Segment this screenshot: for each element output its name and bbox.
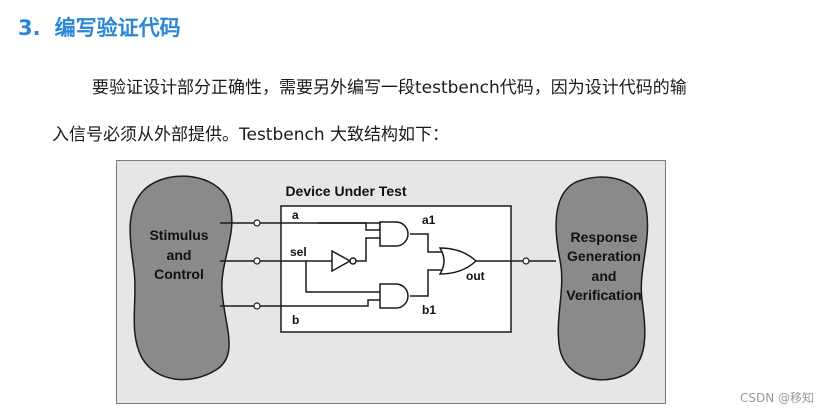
response-label-3: and [592,268,617,284]
response-label-1: Response [571,229,638,245]
wire-inv-out [356,237,380,262]
section-title: 编写验证代码 [54,16,181,40]
dut-box [280,205,512,333]
stimulus-blob [129,175,233,381]
testbench-diagram-svg: Stimulus and Control Response Generation… [116,160,666,404]
wire-b [220,299,380,307]
response-blob [555,176,649,381]
not-gate [331,249,357,273]
watermark: CSDN @移知 [739,391,814,405]
signal-label-out: out [466,269,485,283]
dut-title: Device Under Test [285,183,406,199]
port-out-connector [522,257,530,265]
stimulus-label-3: Control [154,266,204,282]
signal-label-sel: sel [290,245,307,259]
paragraph-line-2: 入信号必须从外部提供。Testbench 大致结构如下： [52,125,450,145]
response-label-4: Verification [566,287,641,303]
section-heading: 3. 编写验证代码 [18,12,181,42]
wire-sel-branch [305,261,380,293]
wire-a1 [410,233,442,253]
port-a-connector [253,219,261,227]
testbench-diagram: Stimulus and Control Response Generation… [116,160,666,404]
signal-label-a1: a1 [422,213,436,227]
stimulus-label-1: Stimulus [149,227,208,243]
stimulus-label-2: and [167,247,192,263]
port-sel-connector [253,257,261,265]
wire-b1 [410,269,442,297]
and-gate-upper [379,221,409,247]
signal-label-b: b [292,313,299,327]
section-number: 3. [18,16,41,40]
response-label-2: Generation [567,248,641,264]
and-gate-lower [379,283,409,309]
signal-label-b1: b1 [422,303,436,317]
port-b-connector [253,302,261,310]
signal-label-a: a [292,208,299,222]
paragraph-line-1: 要验证设计部分正确性，需要另外编写一段testbench代码，因为设计代码的输 [92,78,687,98]
or-gate [438,247,478,275]
